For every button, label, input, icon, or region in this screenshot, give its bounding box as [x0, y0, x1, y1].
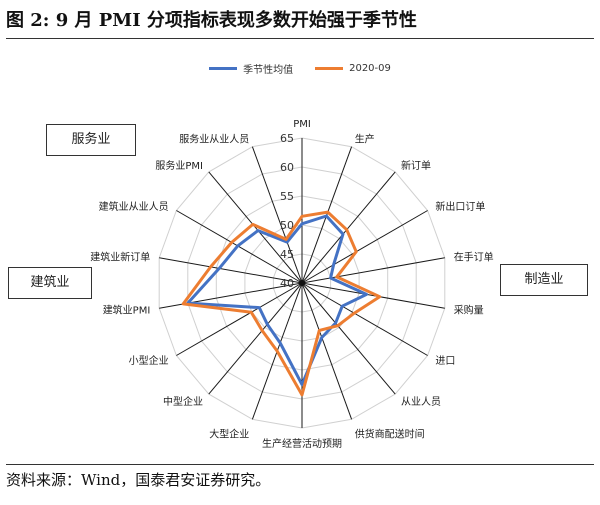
- axis-spoke-4: [301, 257, 445, 284]
- axis-spoke-12: [176, 282, 303, 356]
- tick-label-4: 60: [280, 161, 294, 174]
- category-label-12: 小型企业: [129, 354, 169, 367]
- group-label-services: 服务业: [46, 124, 136, 156]
- category-label-16: 服务业PMI: [155, 159, 203, 172]
- chart-legend: 季节性均值 2020-09: [0, 58, 600, 78]
- legend-label-seasonal: 季节性均值: [243, 64, 294, 76]
- figure-title: 图 2: 9 月 PMI 分项指标表现多数开始强于季节性: [6, 4, 594, 39]
- category-label-7: 从业人员: [401, 396, 441, 408]
- category-label-3: 新出口订单: [435, 200, 485, 213]
- axis-spoke-3: [301, 210, 428, 284]
- category-label-9: 生产经营活动预期: [262, 437, 342, 450]
- tick-label-5: 65: [280, 132, 294, 145]
- axis-spoke-16: [208, 171, 303, 284]
- category-label-17: 服务业从业人员: [179, 132, 249, 145]
- legend-swatch-2020-09: [315, 66, 344, 70]
- tick-label-2: 50: [280, 219, 294, 232]
- category-label-1: 生产: [355, 132, 375, 145]
- axis-spoke-11: [208, 282, 303, 395]
- category-label-6: 进口: [435, 355, 455, 367]
- figure-source: 资料来源：Wind，国泰君安证券研究。: [6, 464, 594, 499]
- category-label-15: 建筑业从业人员: [99, 200, 169, 213]
- category-label-0: PMI: [293, 119, 311, 130]
- group-label-manufacturing: 制造业: [500, 264, 588, 296]
- category-label-11: 中型企业: [163, 395, 203, 408]
- axis-spoke-5: [301, 282, 445, 309]
- center-point: [299, 280, 305, 286]
- category-label-13: 建筑业PMI: [103, 304, 151, 317]
- axis-spoke-2: [301, 171, 396, 284]
- tick-label-0: 40: [280, 277, 294, 290]
- legend-item-2020-09: 2020-09: [315, 58, 391, 78]
- axis-spoke-7: [301, 282, 396, 395]
- series-line-1: [181, 210, 382, 397]
- category-label-8: 供货商配送时间: [355, 428, 425, 441]
- category-label-14: 建筑业新订单: [90, 250, 150, 263]
- axis-spoke-15: [176, 210, 303, 284]
- category-label-5: 采购量: [454, 304, 484, 317]
- group-label-construction: 建筑业: [8, 267, 92, 299]
- category-label-4: 在手订单: [454, 250, 494, 263]
- tick-label-1: 45: [280, 248, 294, 261]
- axis-spoke-8: [301, 282, 353, 420]
- category-label-10: 大型企业: [209, 428, 249, 441]
- axis-spoke-6: [301, 282, 428, 356]
- category-label-2: 新订单: [401, 159, 431, 172]
- axis-spoke-17: [251, 146, 303, 284]
- series-line-0: [186, 214, 368, 386]
- legend-label-2020-09: 2020-09: [349, 62, 391, 74]
- tick-label-3: 55: [280, 190, 294, 203]
- legend-item-seasonal: 季节性均值: [209, 58, 293, 78]
- axis-spoke-14: [159, 257, 303, 284]
- legend-swatch-seasonal: [209, 66, 238, 70]
